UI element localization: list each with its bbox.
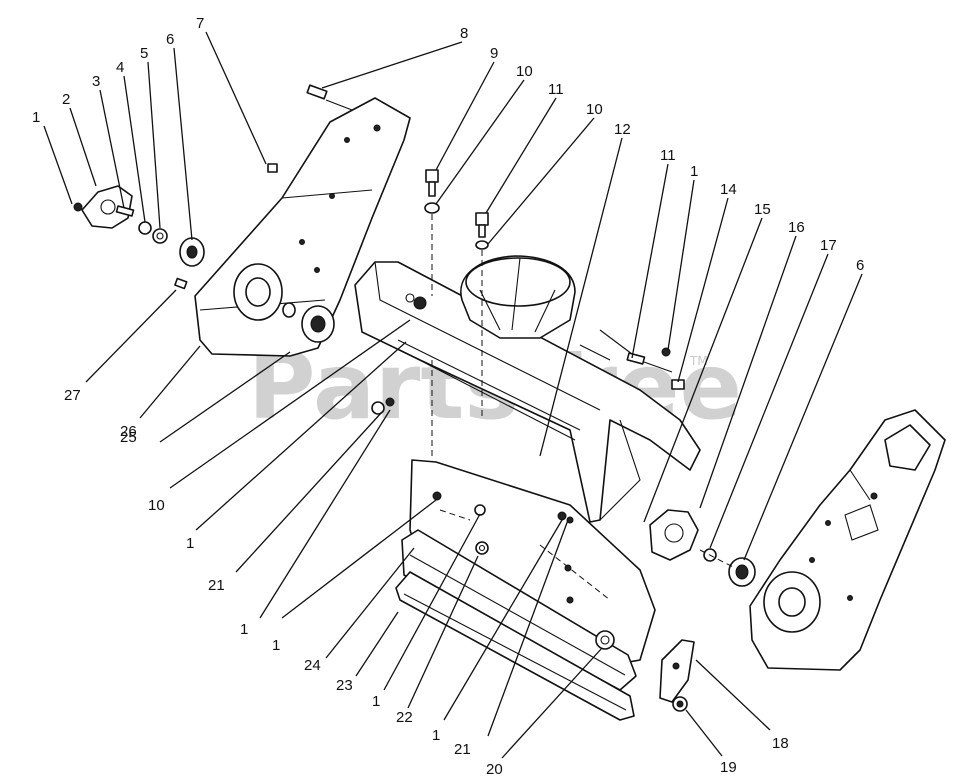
nut-19[interactable] — [672, 696, 688, 712]
callout-21: 21 — [454, 741, 471, 758]
callout-25: 25 — [120, 429, 137, 446]
carriage-bolt-20[interactable] — [595, 630, 615, 650]
flange-nut-7[interactable] — [267, 163, 278, 173]
callout-19: 19 — [720, 759, 737, 776]
callout-1: 1 — [372, 693, 380, 710]
skid-shoe-18[interactable] — [659, 639, 695, 703]
callout-4: 4 — [116, 59, 124, 76]
callout-9: 9 — [490, 45, 498, 62]
callout-14: 14 — [720, 181, 737, 198]
callout-20: 20 — [486, 761, 503, 778]
callout-23: 23 — [336, 677, 353, 694]
callout-15: 15 — [754, 201, 771, 218]
callout-1: 1 — [186, 535, 194, 552]
callout-leader-lines — [43, 31, 863, 759]
callout-3: 3 — [92, 73, 100, 90]
callout-1: 1 — [32, 109, 40, 126]
callout-5: 5 — [140, 45, 148, 62]
callout-2: 2 — [62, 91, 70, 108]
right-housing-bolts[interactable] — [626, 347, 685, 390]
left-side-plate[interactable] — [194, 97, 411, 357]
callout-6: 6 — [856, 257, 864, 274]
callout-16: 16 — [788, 219, 805, 236]
shave-plate[interactable] — [395, 571, 635, 721]
callout-11: 11 — [548, 81, 564, 98]
callout-1: 1 — [432, 727, 440, 744]
callout-6: 6 — [166, 31, 174, 48]
callout-22: 22 — [396, 709, 413, 726]
callout-8: 8 — [460, 25, 468, 42]
scraper-bar[interactable] — [401, 529, 637, 691]
callout-26: 26 — [120, 423, 137, 440]
callout-21: 21 — [208, 577, 225, 594]
callout-18: 18 — [772, 735, 789, 752]
nut-bolt-21[interactable] — [371, 397, 395, 415]
callout-1: 1 — [240, 621, 248, 638]
callout-17: 17 — [820, 237, 837, 254]
callout-7: 7 — [196, 15, 204, 32]
callout-10: 10 — [148, 497, 165, 514]
callout-10: 10 — [586, 101, 603, 118]
top-bolt[interactable] — [306, 84, 353, 111]
callout-10: 10 — [516, 63, 533, 80]
callout-12: 12 — [614, 121, 631, 138]
chute-bolts[interactable] — [424, 169, 489, 460]
right-bearing-assembly[interactable] — [649, 509, 756, 587]
lower-housing-panel[interactable] — [409, 459, 656, 666]
callout-27: 27 — [64, 387, 81, 404]
callout-24: 24 — [304, 657, 321, 674]
callout-1: 1 — [272, 637, 280, 654]
callout-1: 1 — [690, 163, 698, 180]
left-bearing-assembly[interactable] — [73, 185, 205, 290]
watermark-trademark: TM — [689, 354, 708, 368]
right-side-plate[interactable] — [749, 409, 946, 671]
callout-labels: 1 2 3 4 5 6 7 8 9 10 11 10 12 11 1 14 15… — [32, 15, 864, 778]
callout-11: 11 — [660, 147, 676, 164]
auger-housing[interactable] — [354, 255, 701, 523]
